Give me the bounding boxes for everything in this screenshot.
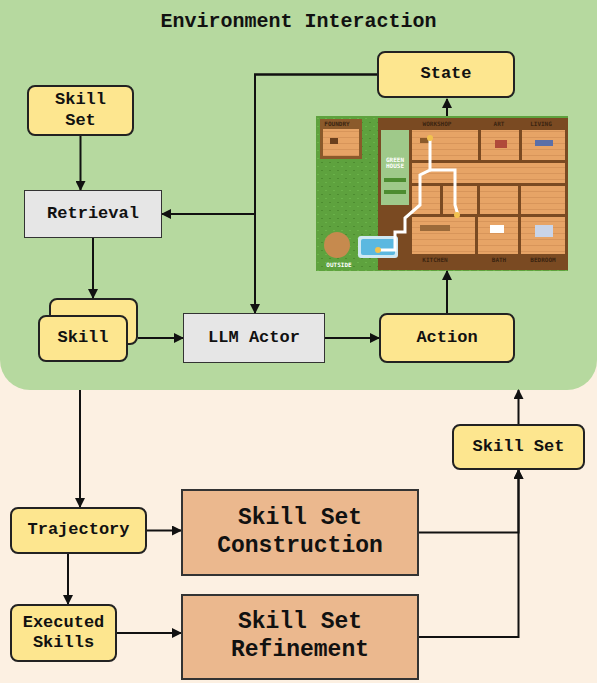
box-label: Skill Set <box>37 90 124 131</box>
flow-arrow <box>92 238 94 298</box>
box-label: Skill Set <box>473 437 565 457</box>
room-label: OUTSIDE <box>322 262 356 268</box>
action-box: Action <box>379 313 515 363</box>
room-label: WORKSHOP <box>417 121 457 127</box>
executed-skills-box: Executed Skills <box>10 604 117 662</box>
box-label: Skill Set Construction <box>191 505 409 560</box>
box-label: Executed Skills <box>20 613 107 654</box>
box-label: Action <box>416 328 477 348</box>
state-box: State <box>377 51 515 98</box>
room-label: BEDROOM <box>525 257 561 263</box>
flow-arrow <box>162 75 377 215</box>
flow-arrow <box>79 390 81 507</box>
box-label: Trajectory <box>27 520 129 540</box>
process-box: Skill Set Construction <box>181 489 419 576</box>
flow-arrow <box>255 75 377 314</box>
box-label: Skill <box>57 328 108 348</box>
box-label: State <box>420 64 471 84</box>
room-label: BATH <box>487 257 511 263</box>
trajectory-box: Trajectory <box>10 507 147 554</box>
process-box: Skill Set Refinement <box>181 594 419 680</box>
box-label: LLM Actor <box>208 328 300 348</box>
flow-arrow <box>80 136 82 190</box>
room-label: LIVING <box>526 121 556 127</box>
panel-title: Environment Interaction <box>160 10 436 34</box>
skill-box: Skill <box>38 315 128 362</box>
flow-arrow <box>67 554 69 604</box>
box-label: Skill Set Refinement <box>191 609 409 664</box>
flow-arrow <box>325 337 379 339</box>
flow-arrow <box>117 632 181 634</box>
flow-arrow <box>147 530 181 532</box>
environment-panel: Environment InteractionStateSkill SetRet… <box>0 0 597 390</box>
room-label: GREEN HOUSE <box>381 157 409 170</box>
box-label: Retrieval <box>47 204 139 224</box>
flow-arrow <box>419 470 519 637</box>
skill-set-box: Skill Set <box>452 424 585 470</box>
flow-arrow <box>419 470 519 533</box>
room-label: KITCHEN <box>418 257 452 263</box>
flow-arrow <box>518 390 520 424</box>
room-label: FOUNDRY <box>322 121 352 127</box>
room-label: ART <box>488 121 510 127</box>
llm-actor-box: LLM Actor <box>183 313 325 363</box>
flow-arrow <box>138 337 183 339</box>
skill-set-box: Skill Set <box>27 85 134 136</box>
retrieval-box: Retrieval <box>24 190 162 238</box>
